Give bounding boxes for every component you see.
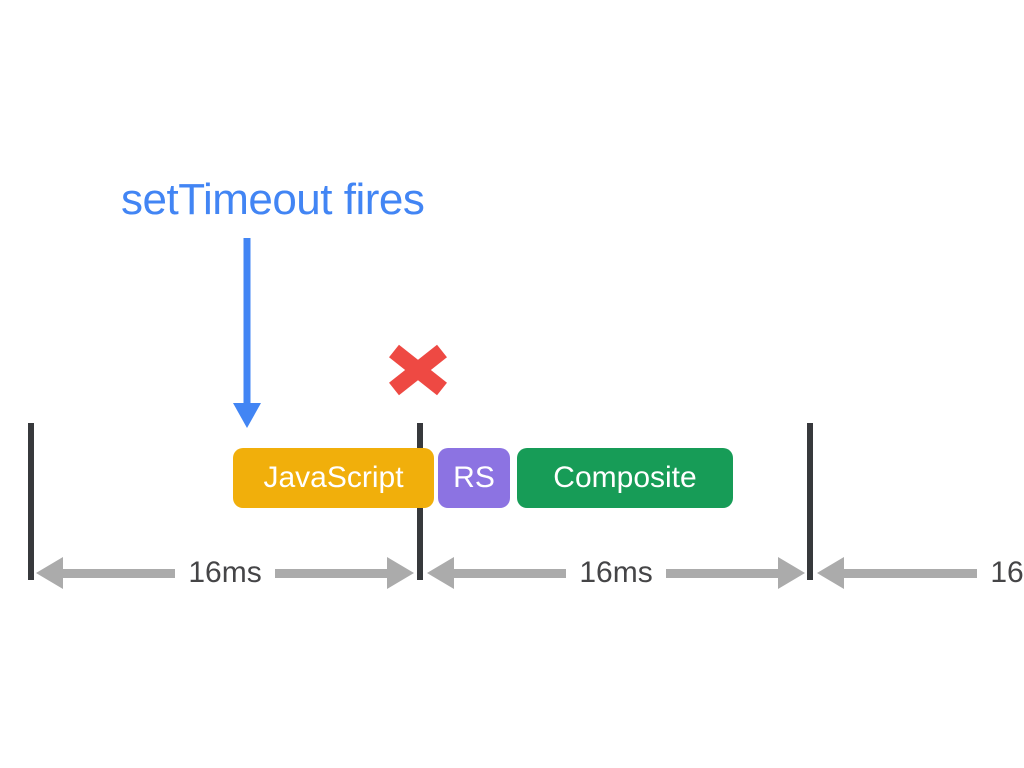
frame-boundary-tick-3 <box>807 423 813 580</box>
x-mark-icon <box>389 344 447 396</box>
arrow-right-icon <box>387 557 415 589</box>
arrow-left-icon <box>36 557 63 589</box>
frame-measure-1: 16ms <box>36 556 415 589</box>
arrow-left-icon <box>817 557 844 589</box>
task-label-composite: Composite <box>553 461 697 494</box>
measure-line <box>274 568 388 578</box>
measure-line <box>844 568 978 578</box>
arrow-down-icon <box>233 238 261 428</box>
frame-measure-2: 16ms <box>427 556 806 589</box>
settimeout-fires-label: setTimeout fires <box>121 175 425 224</box>
arrow-right-icon <box>778 557 806 589</box>
task-block-javascript: JavaScript <box>233 448 434 508</box>
duration-label-2: 16ms <box>579 556 653 589</box>
task-block-composite: Composite <box>517 448 733 508</box>
arrow-left-icon <box>427 557 454 589</box>
task-label-javascript: JavaScript <box>263 461 404 494</box>
duration-label-1: 16ms <box>188 556 262 589</box>
frame-boundary-tick-1 <box>28 423 34 580</box>
frame-measure-3: 16ms <box>817 557 1024 589</box>
task-block-rs: RS <box>438 448 510 508</box>
measure-line <box>454 568 567 578</box>
measure-line <box>63 568 176 578</box>
measure-line <box>665 568 779 578</box>
duration-label-3: 16ms <box>990 556 1024 589</box>
task-label-rs: RS <box>453 461 495 494</box>
